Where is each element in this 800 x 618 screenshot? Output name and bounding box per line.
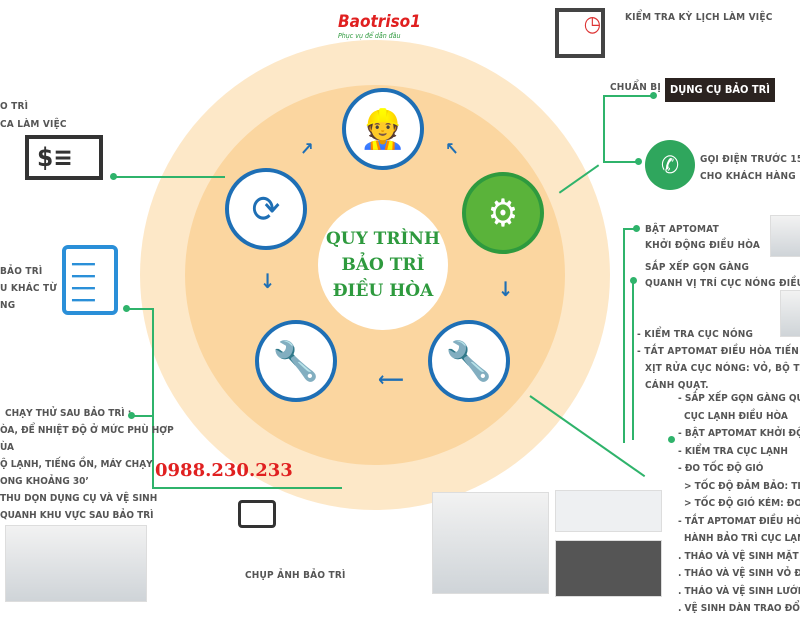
step-text: . THÁO VÀ VỆ SINH VỎ ĐIỀU xyxy=(678,568,800,579)
step-text: . VỆ SINH DÀN TRAO ĐỔI NH xyxy=(678,603,800,614)
connector-dot xyxy=(635,158,642,165)
photo-label: CHỤP ẢNH BẢO TRÌ xyxy=(245,570,346,581)
calendar-icon: ◷ xyxy=(555,8,605,58)
clock-icon: ⟳ xyxy=(225,168,307,250)
step-text: - SẮP XẾP GỌN GÀNG QUANH xyxy=(678,393,800,404)
logo-brand: Baotriso1 xyxy=(338,12,421,32)
connector-line xyxy=(605,161,637,163)
step-text: Ộ LẠNH, TIẾNG ỒN, MÁY CHẠY xyxy=(0,459,153,470)
step-text: - BẬT APTOMAT KHỞI ĐỘNG Đ xyxy=(678,428,800,439)
step-text: QUANH KHU VỰC SAU BẢO TRÌ xyxy=(0,510,154,521)
indoor-unit-photo xyxy=(555,490,662,532)
connector-line xyxy=(605,95,653,97)
step-text: - ĐO TỐC ĐỘ GIÓ xyxy=(678,463,764,474)
connector-line xyxy=(152,487,342,489)
right-text: QUANH VỊ TRÍ CỤC NÓNG ĐIỀU HÒA xyxy=(645,278,800,289)
connector-line xyxy=(133,415,152,417)
connector-dot xyxy=(650,92,657,99)
bottom-right-steps: - SẮP XẾP GỌN GÀNG QUANH CỤC LẠNH ĐIỀU HÒ… xyxy=(678,390,800,618)
connector-line xyxy=(115,176,225,178)
step-text: . THÁO VÀ VỆ SINH LƯỚI LỌ xyxy=(678,585,800,597)
open-unit-photo xyxy=(555,540,662,597)
phone-number: 0988.230.233 xyxy=(155,460,293,481)
outdoor-unit-photo xyxy=(780,290,800,337)
step-text: - KIỂM TRA CỤC LẠNH xyxy=(678,445,788,457)
left-mid-text: NG xyxy=(0,300,16,311)
step-text: ÙA xyxy=(0,442,14,453)
tools-banner: DỤNG CỤ BẢO TRÌ xyxy=(665,78,775,102)
arrow-icon: ↗ xyxy=(300,139,314,160)
right-text: KHỞI ĐỘNG ĐIỀU HÒA xyxy=(645,240,761,251)
clipboard-icon: ━━━━━━━━━━━━ xyxy=(62,245,118,315)
connector-line xyxy=(623,228,625,443)
phone-icon: ✆ xyxy=(645,140,695,190)
prepare-label: CHUẨN BỊ xyxy=(610,82,661,93)
right-text: SẮP XẾP GỌN GÀNG xyxy=(645,262,750,273)
connector-line xyxy=(623,228,635,230)
left-top-text: CA LÀM VIỆC xyxy=(0,119,67,130)
step-text: CHẠY THỬ SAU BẢO TRÌ : xyxy=(5,408,132,419)
repair-icon-right: 🔧 xyxy=(428,320,510,402)
logo: Baotriso1 Phục vụ để dẫn đầu xyxy=(338,12,438,48)
step-text: CỤC LẠNH ĐIỀU HÒA xyxy=(684,410,788,422)
connector-line xyxy=(152,308,154,488)
technician-icon: 👷 xyxy=(342,88,424,170)
gear-worker-icon: ⚙ xyxy=(462,172,544,254)
left-bottom-text: CHẠY THỬ SAU BẢO TRÌ : ÒA, ĐỂ NHIỆT ĐỘ Ở … xyxy=(0,405,174,524)
title-line-3: ĐIỀU HÒA xyxy=(332,281,434,301)
cheque-icon: $≡ xyxy=(25,135,103,180)
step-text: HÀNH BẢO TRÌ CỤC LẠNH: xyxy=(684,533,800,544)
call-label-2: CHO KHÁCH HÀNG xyxy=(700,171,796,182)
step-text: > TỐC ĐỘ ĐẢM BẢO: TIẾN H xyxy=(684,480,800,492)
step-text: ÒA, ĐỂ NHIỆT ĐỘ Ở MỨC PHÙ HỢP xyxy=(0,425,174,436)
connector-dot xyxy=(668,436,675,443)
connector-dot xyxy=(110,173,117,180)
logo-slogan: Phục vụ để dẫn đầu xyxy=(338,32,401,40)
center-circle: QUY TRÌNH BẢO TRÌ ĐIỀU HÒA xyxy=(318,200,448,330)
arrow-icon: ↖ xyxy=(445,139,459,160)
right-text: XỊT RỬA CỤC NÓNG: VỎ, BỘ TẢN NHI xyxy=(645,363,800,374)
connector-dot xyxy=(123,305,130,312)
connector-line xyxy=(632,280,634,440)
right-text: BẬT APTOMAT xyxy=(645,224,719,235)
connector-dot xyxy=(633,225,640,232)
connector-dot xyxy=(630,277,637,284)
left-mid-text: U KHÁC TỪ xyxy=(0,283,58,294)
step-text: - TẮT APTOMAT ĐIỀU HÒA VÀ xyxy=(678,515,800,527)
filter-photo xyxy=(432,492,549,594)
title-line-1: QUY TRÌNH xyxy=(325,229,441,249)
left-mid-text: BẢO TRÌ xyxy=(0,266,43,277)
repair-icon-left: 🔧 xyxy=(255,320,337,402)
step-text: THU DỌN DỤNG CỤ VÀ VỆ SINH xyxy=(0,493,158,504)
right-text: - TẮT APTOMAT ĐIỀU HÒA TIẾN HÀNH xyxy=(637,346,800,357)
connector-dot xyxy=(128,412,135,419)
aptomat-photo xyxy=(770,215,800,257)
left-top-text: O TRÌ xyxy=(0,101,29,112)
right-text: - KIỂM TRA CỤC NÓNG xyxy=(637,329,754,340)
arrow-icon: ⟵ xyxy=(378,367,405,391)
right-text: CÁNH QUẠT. xyxy=(645,380,709,391)
smartphone-hand-icon xyxy=(238,500,276,528)
schedule-label: KIỂM TRA KỲ LỊCH LÀM VIỆC xyxy=(625,12,773,23)
arrow-icon: ↓ xyxy=(498,277,514,301)
arrow-icon: ↓ xyxy=(260,269,276,293)
title-line-2: BẢO TRÌ xyxy=(341,255,425,275)
step-text: . THÁO VÀ VỆ SINH MẶT ĐI xyxy=(678,550,800,562)
connector-line xyxy=(128,308,153,310)
connector-line xyxy=(603,95,605,163)
step-text: ONG KHOẢNG 30’ xyxy=(0,476,89,487)
step-text: > TỐC ĐỘ GIÓ KÉM: ĐO GAS xyxy=(684,498,800,509)
call-label-1: GỌI ĐIỆN TRƯỚC 15’~ 2 xyxy=(700,154,800,165)
connector-line xyxy=(529,395,646,478)
remote-photo xyxy=(5,525,147,602)
